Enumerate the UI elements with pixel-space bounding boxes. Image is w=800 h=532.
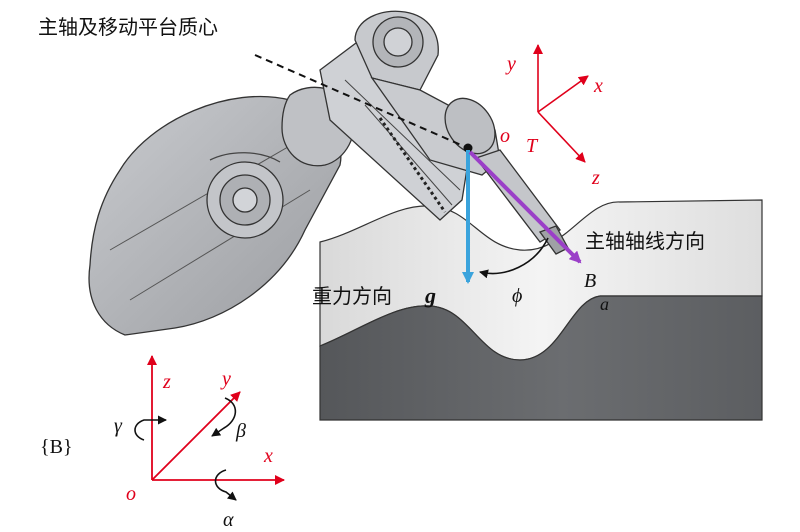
tool-frame-label: T	[526, 135, 539, 157]
gravity-symbol: g	[424, 283, 436, 308]
workpiece-bottom-body	[319, 295, 763, 421]
base-origin-label: o	[126, 483, 136, 505]
beta-label: β	[235, 420, 246, 442]
angle-phi-arc	[479, 237, 549, 279]
base-frame-label: {B}	[40, 436, 73, 458]
mass-center-point	[463, 143, 473, 153]
base-frame-y-axis	[151, 391, 241, 481]
gravity-label: 重力方向	[312, 284, 392, 308]
base-frame-z-label: z	[162, 371, 171, 393]
vector-b-label: B	[584, 270, 596, 292]
base-frame: z x y o {B} γ β α	[40, 355, 285, 531]
tool-frame-z-axis	[537, 111, 586, 163]
base-frame-x-label: x	[263, 445, 273, 467]
tool-frame: y x z T o	[500, 44, 603, 189]
gamma-rotation-arrow	[134, 415, 167, 441]
mass-center-leader	[254, 54, 469, 149]
spindle-axis-label: 主轴轴线方向	[585, 229, 705, 253]
tool-frame-x-axis	[537, 75, 589, 113]
spindle-axis-arrow	[468, 150, 582, 264]
base-frame-y-label: y	[220, 368, 231, 390]
robot-arm	[88, 10, 569, 336]
tool-origin-label: o	[500, 125, 510, 147]
vector-b-subscript: a	[600, 294, 609, 314]
tool-frame-z-label: z	[591, 167, 600, 189]
gamma-label: γ	[114, 415, 123, 437]
tool-frame-y-label: y	[505, 53, 516, 75]
beta-rotation-arrow	[211, 397, 237, 437]
mass-center-label: 主轴及移动平台质心	[38, 15, 218, 39]
angle-phi-label: ϕ	[512, 285, 522, 307]
alpha-rotation-arrow	[214, 469, 237, 501]
tool-frame-x-label: x	[593, 75, 603, 97]
workpiece	[319, 199, 763, 421]
alpha-label: α	[223, 509, 234, 531]
